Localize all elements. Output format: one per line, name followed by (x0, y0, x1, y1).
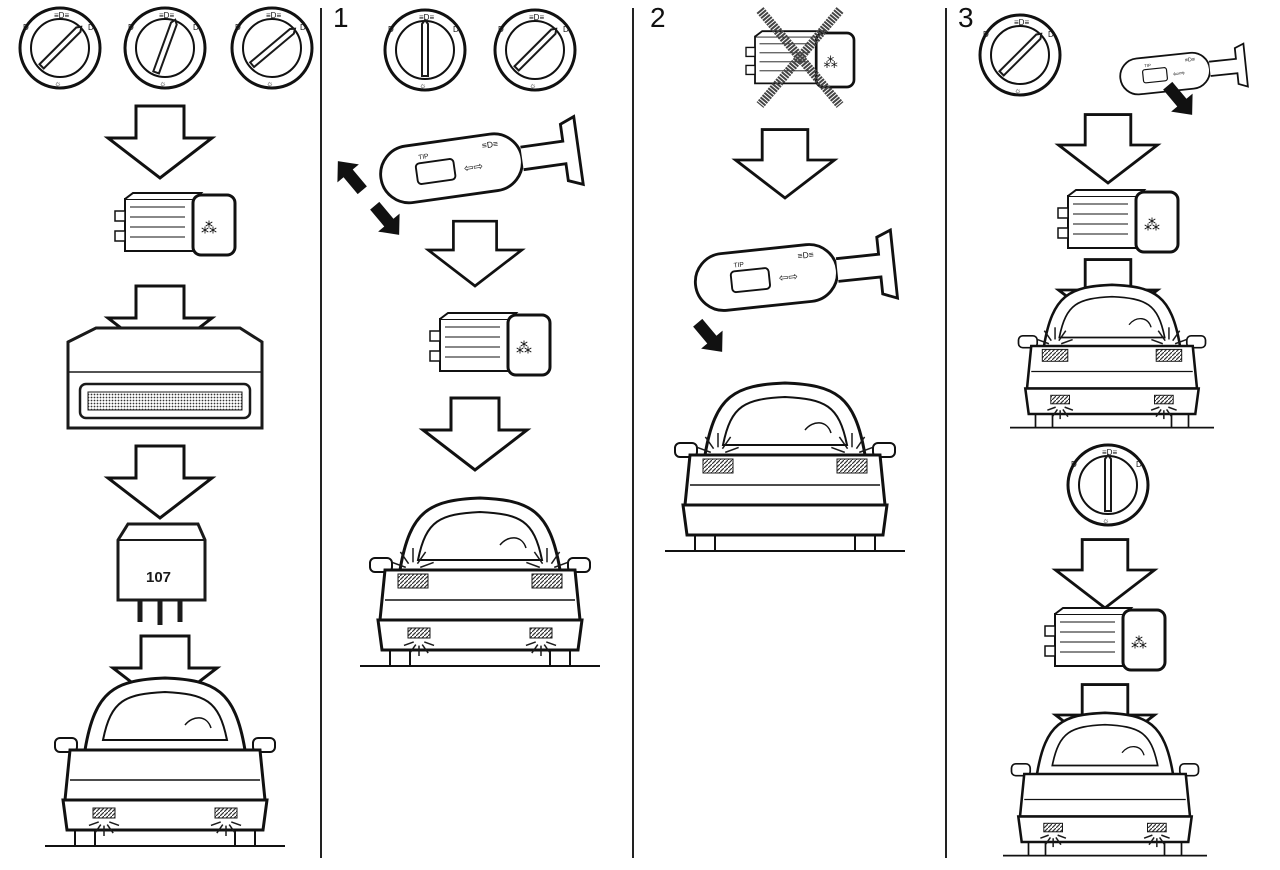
relay-number: 107 (146, 569, 171, 586)
switch-knob-needle (38, 25, 83, 70)
fog-light-button-icon (428, 311, 552, 377)
car-front-icon (1008, 283, 1216, 429)
headlight-lit (1041, 348, 1069, 362)
fog-light-button-icon (1056, 188, 1180, 254)
headlight-beam-rays (831, 433, 873, 454)
headlight-beam-rays (526, 548, 568, 569)
headlight-beam-rays (1151, 327, 1187, 345)
pull-motion-arrow (1163, 81, 1193, 115)
switch-knob-needle (152, 18, 178, 75)
fog-beam-rays (88, 821, 120, 836)
switch-knob-needle (248, 27, 297, 69)
fog-beam-rays (525, 641, 557, 656)
fog-beam-rays (403, 641, 435, 656)
fog-beam-rays (1047, 406, 1074, 420)
switch-knob-needle (421, 18, 429, 77)
headlight-beam-rays (1037, 327, 1073, 345)
headlight-beam-rays (697, 433, 739, 454)
headlight-lit (397, 573, 429, 589)
car-front-icon (1001, 711, 1209, 857)
relay-pins (137, 600, 183, 625)
headlight-lit (836, 458, 868, 474)
down-arrow-icon (106, 104, 214, 180)
switch-knob-needle (998, 32, 1043, 77)
pull-motion-arrow (693, 318, 723, 352)
switch-knob-needle (1104, 453, 1112, 512)
down-arrow-icon (1057, 113, 1159, 185)
turn-signal-stalk-icon (690, 228, 899, 321)
connector-pins (87, 391, 243, 411)
panel-3-number: 3 (958, 2, 974, 33)
down-arrow-icon (1054, 538, 1156, 610)
fog-light-lit (214, 807, 238, 819)
fog-light-lit (1043, 822, 1064, 833)
fog-light-button-icon (1043, 606, 1167, 672)
fog-beam-rays (1040, 834, 1067, 848)
fog-beam-rays (210, 821, 242, 836)
headlight-beam-rays (392, 548, 434, 569)
down-arrow-icon (734, 128, 836, 200)
turn-signal-stalk-icon (1117, 42, 1249, 101)
fog-light-lit (1050, 394, 1071, 405)
panel-divider (320, 8, 322, 858)
panel-2-number: 2 (650, 2, 666, 33)
fog-light-button-icon (113, 191, 237, 257)
push-away-motion-arrow (337, 161, 367, 195)
panel-divider (945, 8, 947, 858)
relay-icon (116, 522, 207, 602)
fog-beam-rays (1150, 406, 1177, 420)
fog-light-lit (529, 627, 553, 639)
down-arrow-icon (106, 444, 214, 520)
headlight-lit (702, 458, 734, 474)
pull-motion-arrow (370, 201, 400, 235)
fog-beam-rays (1143, 834, 1170, 848)
headlight-lit (1155, 348, 1183, 362)
fog-light-lit (92, 807, 116, 819)
car-front-icon (663, 381, 907, 553)
fog-light-lit (1154, 394, 1174, 405)
panel-1-number: 1 (333, 2, 349, 33)
fog-light-lit (407, 627, 431, 639)
car-front-icon (43, 676, 287, 848)
headlight-lit (531, 573, 563, 589)
not-allowed-cross (756, 7, 844, 108)
down-arrow-icon (426, 219, 524, 288)
turn-signal-stalk-icon (374, 115, 585, 214)
fog-light-lit (1147, 822, 1167, 833)
panel-divider (632, 8, 634, 858)
switch-knob-needle (513, 27, 558, 72)
car-front-icon (358, 496, 602, 668)
down-arrow-icon (421, 396, 529, 472)
